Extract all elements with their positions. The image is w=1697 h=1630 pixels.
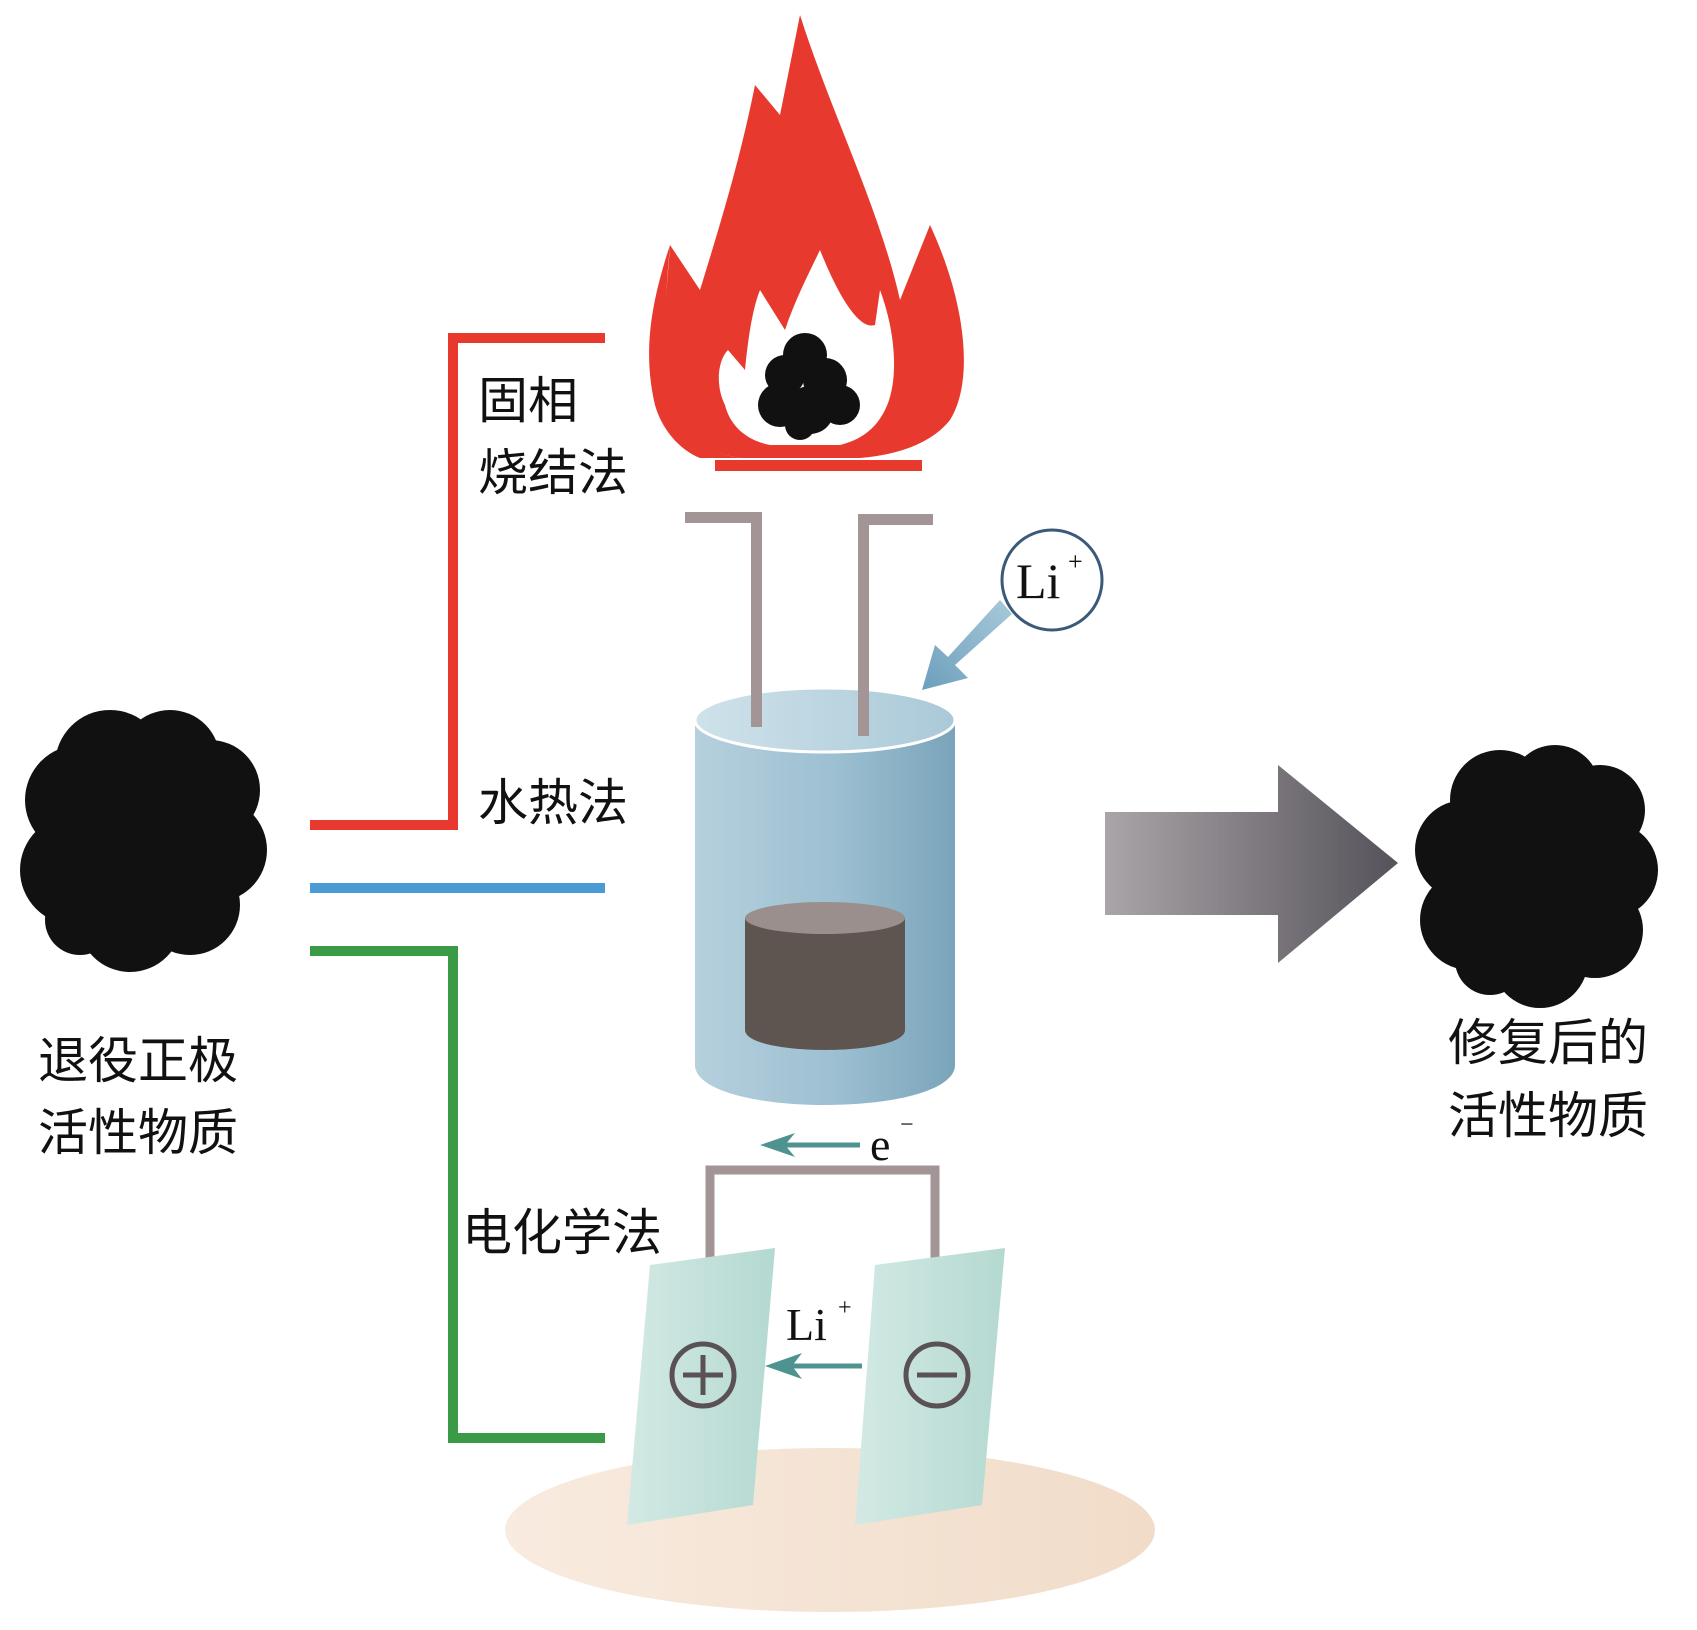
electron-flow-arrow <box>760 1133 860 1157</box>
cell-ion-label: Li <box>786 1299 827 1350</box>
output-material: 修复后的 活性物质 <box>1415 745 1658 1145</box>
electrolytic-cell-icon: e − Li + <box>505 1112 1155 1612</box>
hydrothermal-label: 水热法 <box>478 774 628 832</box>
reactor-vessel-icon <box>685 512 957 1105</box>
ion-arrow-icon <box>922 600 1012 690</box>
process-arrow-icon <box>1105 765 1398 963</box>
ion-flow-arrow <box>765 1353 862 1379</box>
ion-circle <box>1000 528 1104 632</box>
negative-electrode <box>855 1248 1005 1525</box>
input-material-label-line2: 活性物质 <box>38 1104 238 1162</box>
flame-icon <box>649 15 964 471</box>
solid-state-label-line1: 固相 <box>478 372 578 430</box>
electrochemical-label: 电化学法 <box>462 1204 662 1262</box>
electrochemical-connector <box>310 946 605 1443</box>
particle-cluster-icon <box>758 333 860 440</box>
input-material-label-line1: 退役正极 <box>38 1032 238 1090</box>
ion-charge: + <box>1068 547 1083 576</box>
cell-ion-charge: + <box>838 1295 852 1321</box>
solid-state-connector <box>310 333 605 830</box>
electron-label: e <box>870 1119 890 1170</box>
output-material-label-line2: 活性物质 <box>1448 1087 1648 1145</box>
lithium-ion-source: Li + <box>922 528 1104 690</box>
particle-cluster-icon <box>20 710 267 972</box>
solid-state-label-line2: 烧结法 <box>478 444 628 502</box>
vessel-rods <box>685 512 933 736</box>
particle-cluster-icon <box>1415 745 1658 1008</box>
heating-plate <box>715 460 922 471</box>
electrolyte-base <box>505 1448 1155 1612</box>
plus-icon <box>669 1341 737 1409</box>
minus-icon <box>903 1341 971 1409</box>
input-material: 退役正极 活性物质 <box>20 710 267 1162</box>
ion-label: Li <box>1016 553 1060 609</box>
external-circuit-wire <box>705 1165 940 1260</box>
electron-charge: − <box>900 1112 914 1138</box>
output-material-label-line1: 修复后的 <box>1448 1014 1648 1072</box>
sample-cylinder <box>745 902 905 1050</box>
